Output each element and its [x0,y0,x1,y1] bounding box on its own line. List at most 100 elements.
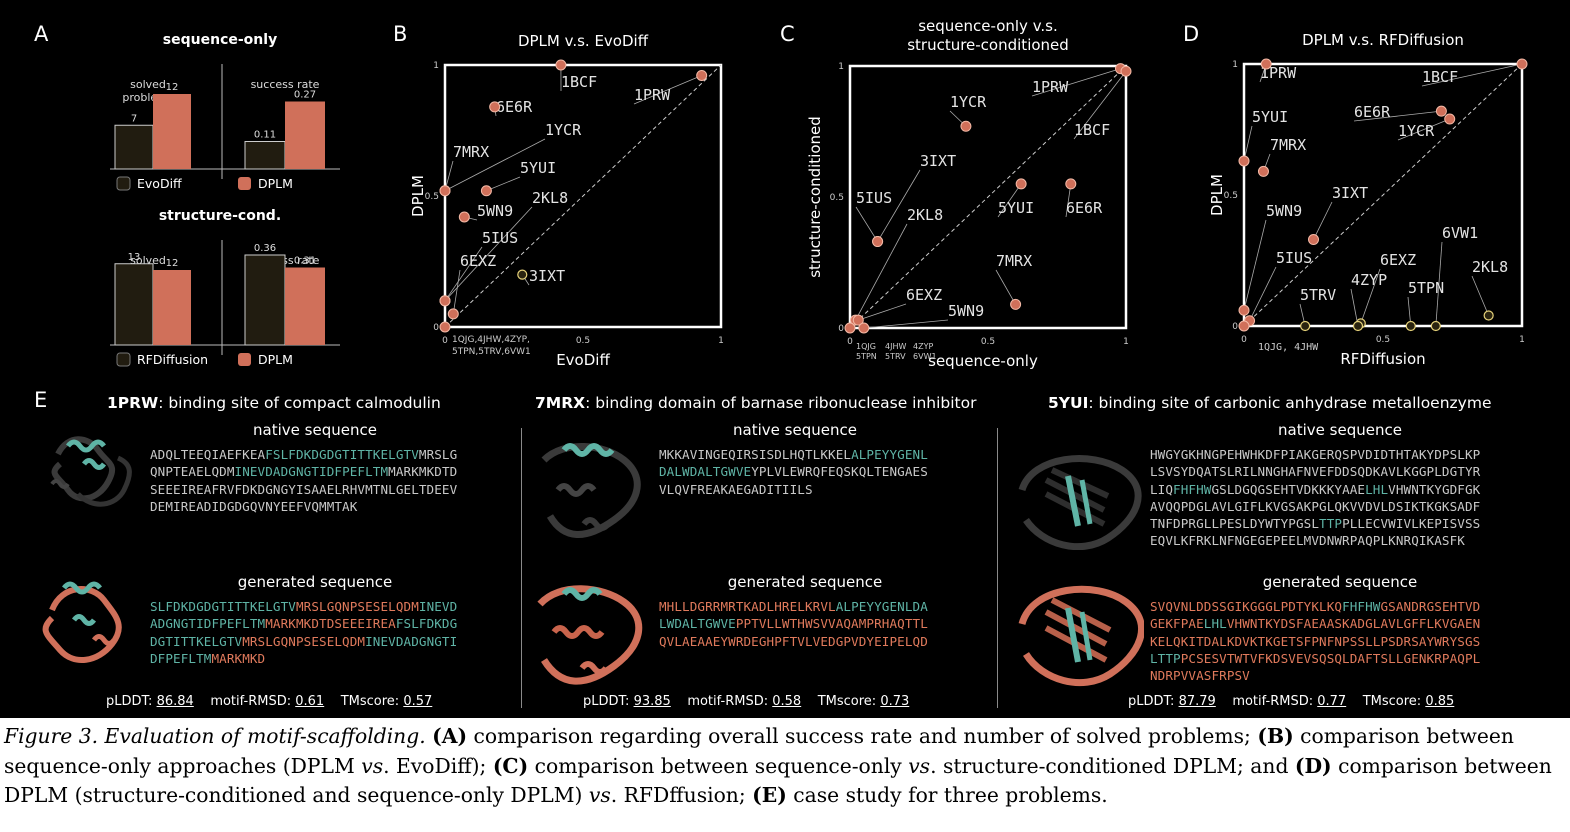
y-tick-label: 0 [838,324,844,334]
motif-segment: DFPEFLTM [150,650,212,666]
sequence-segment: LSVSYDQATSLRILNNGHAFNVEFDDSQDKAVLKGGPLDG… [1150,464,1481,480]
data-point-5wn9 [458,211,470,223]
motif-segment: INEVD [418,599,458,614]
legend-swatch-rfdiffusion [116,352,131,367]
sequence-segment: TNFDPRGLLPESLDYWTYPGSL [1150,516,1320,532]
bar-value-label: 0.36 [254,243,276,254]
data-point-6e6r [489,101,501,113]
native-sequence-heading: native sequence [1278,421,1402,439]
x-axis-label: RFDiffusion [1340,350,1425,368]
data-point-7mrx [1010,298,1022,310]
plot-frame [1242,62,1524,328]
scaffold-segment: NDRPVVASFRPSV [1150,668,1250,684]
point-leader-line [1073,70,1127,140]
data-point-5ius [872,236,884,248]
caption-fragment: (E) [752,783,787,807]
sequence-segment: AVQQPDGLAVLGIFLKVGSAKPGLQKVVDVLDSIKTKGKS… [1150,498,1481,514]
point-leader-line [444,138,546,192]
x-tick-label: 0.5 [981,337,995,347]
data-point-3ixt [517,269,528,280]
panel-c-scatter: sequence-only v.s.structure-conditioned0… [806,20,1132,370]
protein-structure-1prw-native [50,436,132,507]
sequence-segment: DEMIREADIDGDGQVNYEEFVQMMTAK [150,498,358,514]
point-leader-line [997,183,1022,218]
solved-problems-label: solved [130,78,166,91]
caption-fragment: . RFDffusion; [610,783,753,807]
motif-segment: FSLFDKDGDGTITTKELGTV [265,447,419,462]
scaffold-segment: KELQKITDALKDVKTKGETSFPNFNPSSLLPSDRSAYWRY… [1150,633,1481,649]
scaffold-segment: QVLAEAAEYWRDEGHPFTVLVEDGPVDYEIPELQD [659,633,928,649]
point-leader-line [995,269,1016,305]
point-leader-line [1435,241,1443,327]
panel-a-title: structure-cond. [159,208,281,224]
diagonal-reference-line [444,64,722,328]
sequence-segment: VHWNTKYGDFGK [1388,481,1481,497]
chart-title: sequence-only v.s. [918,20,1058,35]
native-sequence-5yui: HWGYGKHNGPEHWHKDFPIAKGERQSPVDIDTHTAKYDPS… [1150,446,1480,550]
data-point-4zyp [1352,320,1364,332]
scaffold-segment: MARKMKDTDSEEEIREA [265,616,396,632]
sequence-segment: YPLVLEWRQFEQSKQLTENGAES [751,464,928,480]
bar-value-label: 0.31 [294,256,316,267]
point-label-5yui: 5YUI [520,159,556,177]
point-leader-line [1397,118,1450,141]
bar-success-dplm [285,101,325,169]
point-leader-line [858,303,907,321]
point-leader-line [1313,201,1333,240]
scaffold-segment: MRSLGQNPSESELQDM [295,599,419,614]
legend-swatch-evodiff [116,176,131,191]
point-label-5yui: 5YUI [1252,108,1288,126]
point-leader-line [1243,125,1253,162]
sequence-segment: EQVLKFRKLNFNGEGEPEELMVDNWRPAQPLKNRQIKASF… [1150,533,1465,549]
group-label: 5TRV [885,352,906,361]
point-leader-line [486,176,521,192]
group-label: 1QJG [856,342,876,351]
caption-fragment: (C) [492,753,529,778]
point-label-5wn9: 5WN9 [1266,202,1302,220]
x-axis-label: sequence-only [928,352,1038,370]
point-label-5yui: 5YUI [998,199,1034,217]
diagonal-reference-line [1243,63,1523,327]
panel-letter-b: B [393,22,408,46]
caption-body: (A) comparison regarding overall success… [4,724,1552,807]
point-label-6exz: 6EXZ [460,252,496,270]
point-label-6vw1: 6VW1 [1442,224,1478,242]
motif-segment: INEVDADGNGTIDFPEFLTM [234,464,389,480]
caption-fragment: . EvoDiff); [383,753,493,778]
generated-sequence-7mrx: MHLLDGRRMRTKADLHRELKRVLALPEYYGENLDA LWDA… [659,598,928,650]
caption-fragment: comparison between sequence-only approac… [4,724,1514,778]
panel-a-title: sequence-only [163,32,277,48]
y-axis-label: DPLM [1208,174,1226,216]
point-label-6e6r: 6E6R [1354,103,1391,121]
point-leader-line [452,269,461,314]
y-tick-label: 0.5 [830,193,844,203]
sequence-segment: MRSLG [418,447,458,462]
point-label-6exz: 6EXZ [906,286,942,304]
bar-value-label: 13 [128,252,141,263]
scaffold-segment: GEKFPAE [1150,616,1204,632]
motif-segment: ALPEYYGENLDA [835,599,928,614]
bar-success-dplm [285,267,325,345]
sequence-segment: VLQVFREAKAEGADITIILS [659,481,813,497]
y-tick-label: 0 [1232,322,1238,332]
data-point-3ixt [1308,234,1319,246]
data-point-7mrx [439,185,451,197]
native-sequence-heading: native sequence [733,421,857,439]
motif-segment: ADGNGTIDFPEFLTM [150,616,266,632]
point-label-2kl8: 2KL8 [532,189,568,207]
legend-label-dplm: DPLM [258,352,293,367]
point-label-3ixt: 3IXT [1332,184,1368,202]
point-leader-line [877,169,921,242]
bar-value-label: 7 [131,113,137,124]
x-tick-label: 1 [718,336,724,346]
point-label-3ixt: 3IXT [920,152,956,170]
data-point-5ius [439,295,451,307]
y-axis-label: DPLM [409,175,427,217]
point-label-5wn9: 5WN9 [477,202,513,220]
x-tick-label: 0.5 [1376,335,1390,345]
data-point-7mrx [1257,165,1269,177]
case-title-5yui: 5YUI: binding site of carbonic anhydrase… [1048,394,1492,412]
scaffold-segment: SVQVNLDDSSGIKGGGLPDTYKLKQ [1150,599,1343,614]
data-point-5wn9 [1238,304,1250,316]
point-leader-line [1360,268,1381,324]
